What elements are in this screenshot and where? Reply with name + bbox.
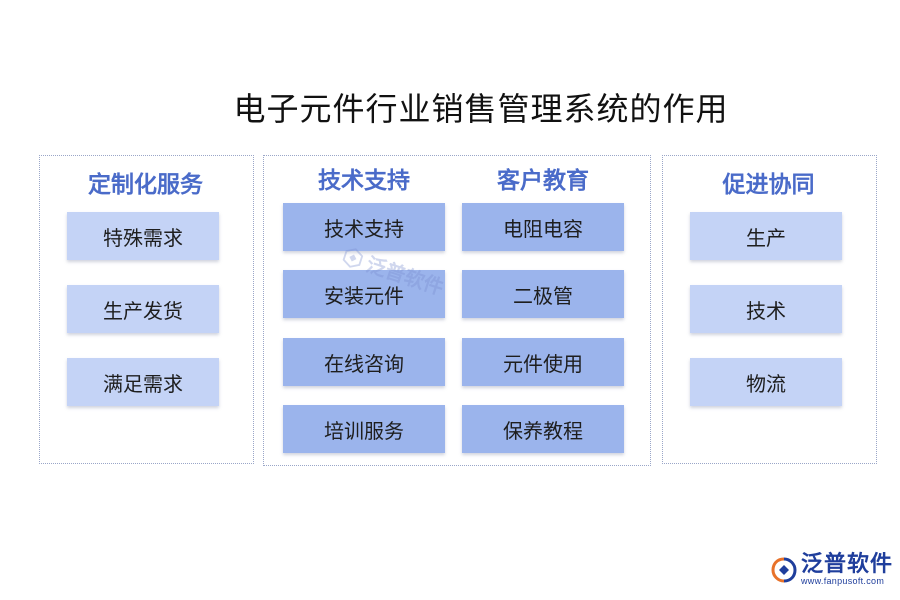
- box-right-1: 生产: [690, 212, 842, 260]
- box-mid-col1-4: 培训服务: [283, 405, 445, 453]
- box-mid-col1-3: 在线咨询: [283, 338, 445, 386]
- box-left-1: 特殊需求: [67, 212, 219, 260]
- heading-tech-support: 技术支持: [318, 167, 410, 194]
- brand-url: www.fanpusoft.com: [801, 576, 885, 586]
- box-left-3: 满足需求: [67, 358, 219, 406]
- box-mid-col1-2: 安装元件: [283, 270, 445, 318]
- diagram-title: 电子元件行业销售管理系统的作用: [233, 90, 729, 128]
- box-mid-col2-4: 保养教程: [462, 405, 624, 453]
- box-mid-col1-1: 技术支持: [283, 203, 445, 251]
- box-mid-col2-2: 二极管: [462, 270, 624, 318]
- box-left-2: 生产发货: [67, 285, 219, 333]
- box-right-2: 技术: [690, 285, 842, 333]
- heading-customer-education: 客户教育: [497, 167, 589, 194]
- box-mid-col2-3: 元件使用: [462, 338, 624, 386]
- fanpu-logo-icon: [771, 557, 797, 582]
- heading-customized-service: 定制化服务: [88, 171, 203, 198]
- box-right-3: 物流: [690, 358, 842, 406]
- heading-collaboration: 促进协同: [722, 171, 815, 198]
- brand-logo: 泛普软件 www.fanpusoft.com: [771, 553, 893, 586]
- box-mid-col2-1: 电阻电容: [462, 203, 624, 251]
- brand-name: 泛普软件: [801, 551, 894, 577]
